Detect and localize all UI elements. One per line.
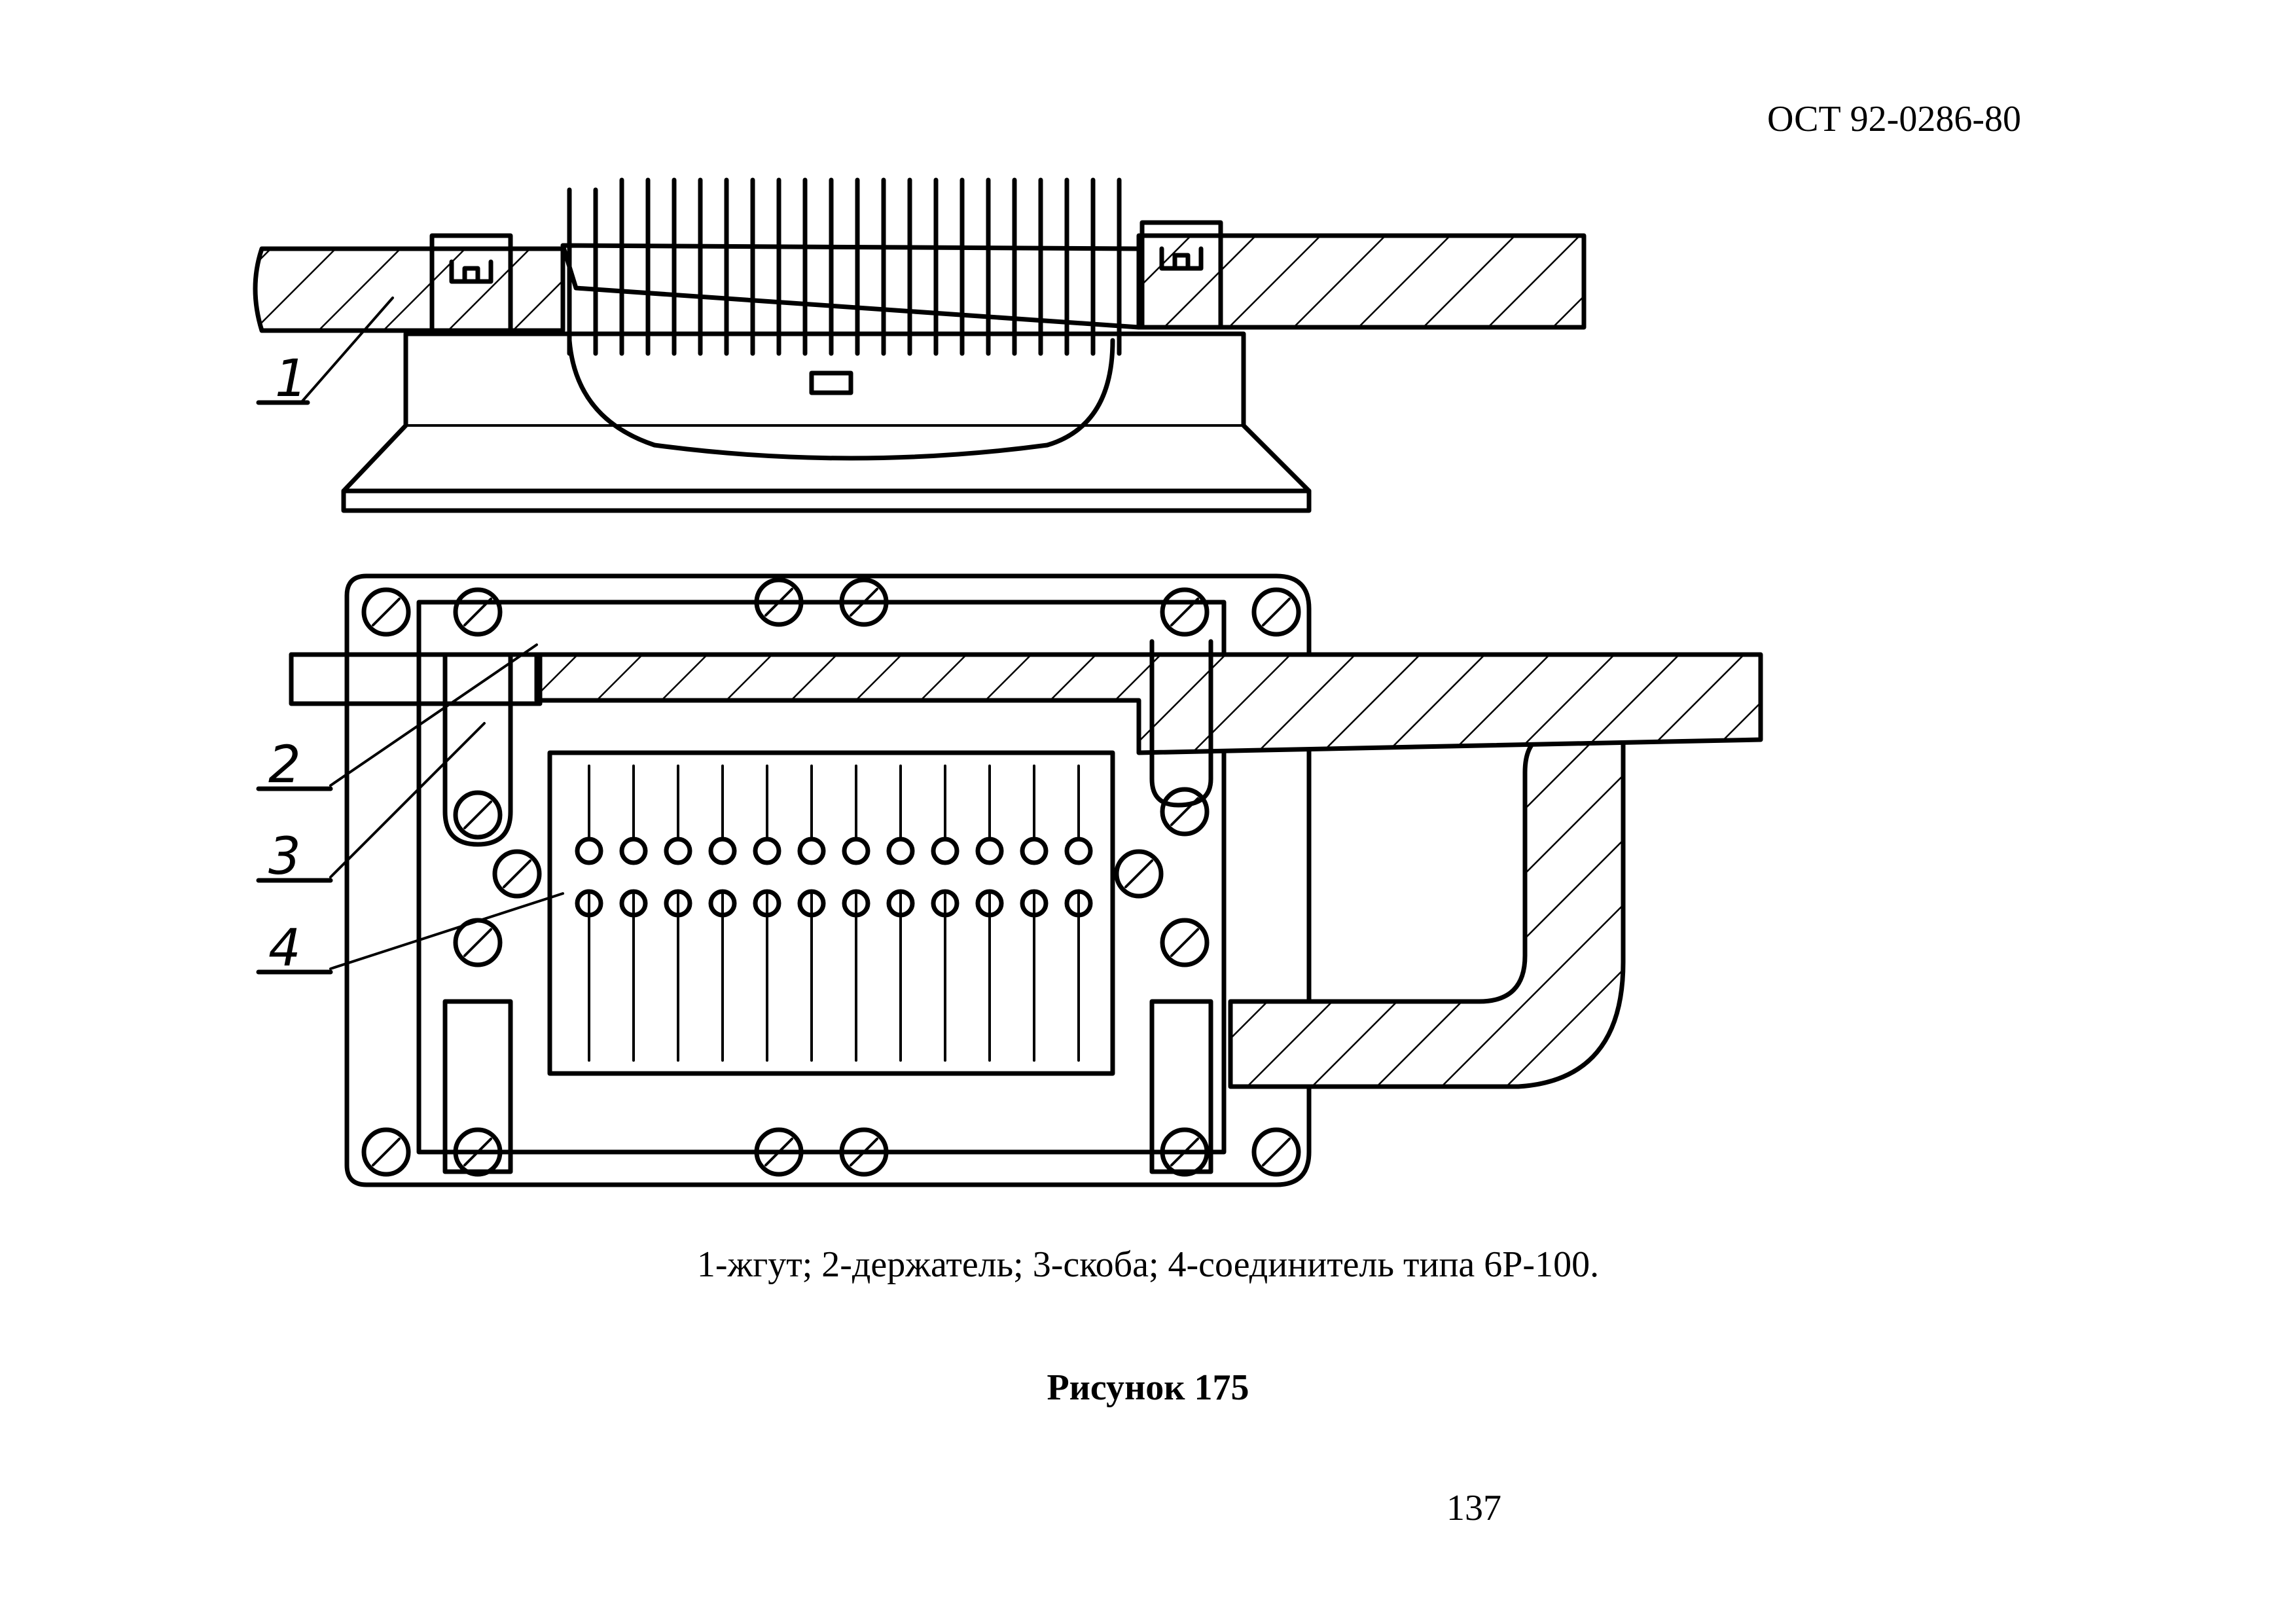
terminal [753, 837, 781, 865]
screw [1160, 918, 1210, 967]
harness-main [289, 652, 1763, 755]
screw [1160, 787, 1210, 837]
frame-inner [416, 600, 1227, 1155]
terminal [575, 837, 603, 865]
terminal [842, 837, 870, 865]
callout-2: 2 [268, 736, 301, 795]
frame-outer [344, 573, 1312, 1187]
screw [1114, 849, 1164, 899]
document-code: ОСТ 92-0286-80 [1767, 99, 2021, 139]
terminal [1064, 837, 1093, 865]
housing-cutout [567, 338, 1115, 461]
screw [492, 849, 542, 899]
terminal [931, 837, 960, 865]
screw [361, 587, 411, 637]
terminal [708, 837, 737, 865]
holder-right-bottom [1149, 999, 1213, 1174]
screw [754, 1127, 804, 1177]
plan-view: 2 3 4 [256, 573, 1763, 1187]
screw [453, 587, 503, 637]
screw [754, 577, 804, 627]
terminal [619, 837, 648, 865]
callout-3: 3 [268, 827, 301, 886]
screw [1251, 1127, 1301, 1177]
screw [361, 1127, 411, 1177]
terminal [886, 837, 915, 865]
callout-4: 4 [268, 919, 301, 978]
harness-bend [1228, 730, 1626, 1089]
holder-right-top [1149, 639, 1213, 808]
terminal [664, 837, 692, 865]
terminal [1020, 837, 1049, 865]
figure-caption: 1-жгут; 2-держатель; 3-скоба; 4-соединит… [696, 1244, 1600, 1285]
clip-left [429, 233, 513, 333]
holder-left-bottom [442, 999, 513, 1174]
page-number: 137 [1446, 1488, 1501, 1528]
holder-left-top [442, 652, 513, 847]
screw [839, 1127, 889, 1177]
connector-pins-side [560, 177, 1141, 356]
harness-right [1136, 233, 1587, 330]
housing-body [341, 331, 1312, 494]
clip-right [1139, 220, 1223, 330]
harness-left [253, 246, 565, 333]
callout-1: 1 [275, 350, 308, 408]
terminal [975, 837, 1004, 865]
figure-title: Рисунок 175 [1047, 1367, 1249, 1408]
screw [839, 577, 889, 627]
side-view: 1 [253, 177, 1587, 513]
connector-block [547, 750, 1115, 1076]
base-flange [341, 488, 1312, 513]
center-latch [809, 370, 853, 395]
screw [1251, 587, 1301, 637]
screw [453, 790, 503, 840]
screw [453, 1127, 503, 1177]
screw [1160, 587, 1210, 637]
terminal [797, 837, 826, 865]
screw [1160, 1127, 1210, 1177]
